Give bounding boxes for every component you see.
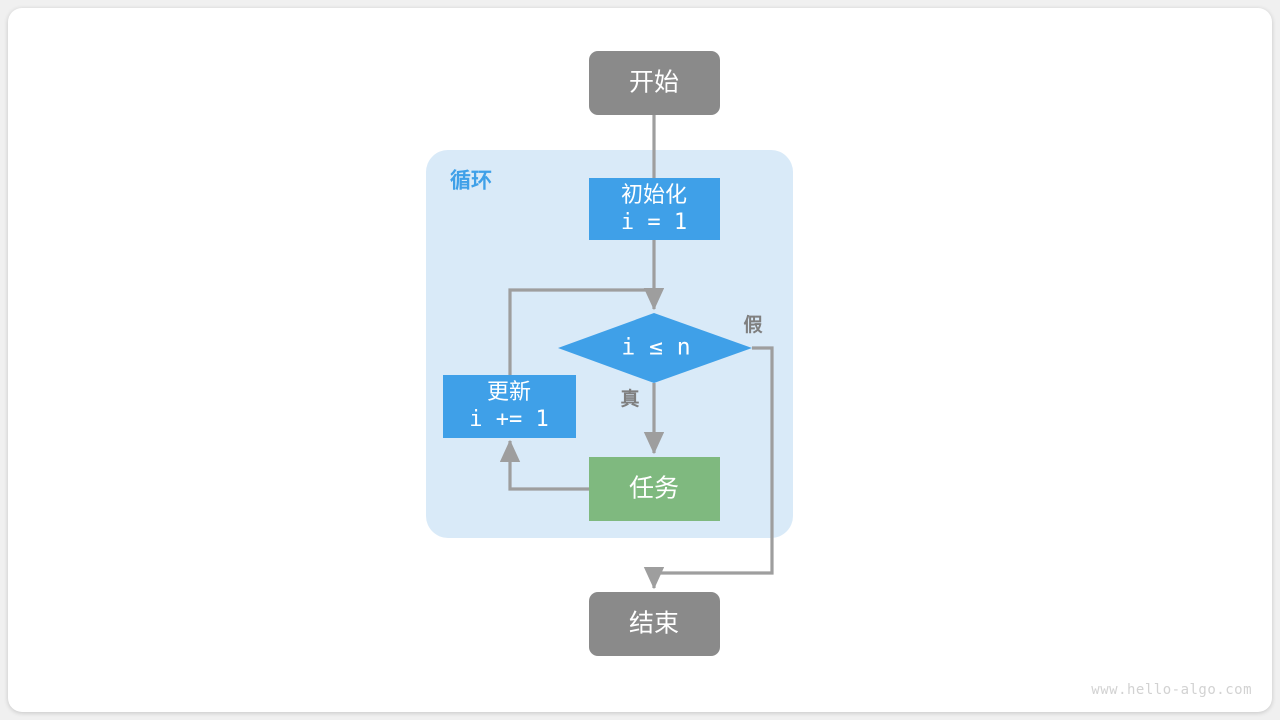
node-task[interactable] bbox=[589, 457, 720, 521]
edge-condition-false-to-end bbox=[643, 346, 774, 590]
node-update-sublabel: i += 1 bbox=[469, 407, 548, 432]
node-task-label: 任务 bbox=[629, 475, 679, 503]
node-condition-label: i ≤ n bbox=[621, 335, 690, 361]
node-end-label: 结束 bbox=[629, 610, 679, 638]
edge-task-to-update bbox=[499, 439, 589, 491]
watermark-text: www.hello-algo.com bbox=[1091, 682, 1252, 698]
node-update[interactable] bbox=[443, 375, 576, 438]
node-start-label: 开始 bbox=[629, 69, 679, 97]
node-end[interactable] bbox=[589, 592, 720, 656]
node-condition[interactable] bbox=[558, 313, 752, 383]
node-init-label: 初始化 bbox=[621, 182, 687, 207]
edge-label-false: 假 bbox=[743, 313, 762, 336]
edge-label-true: 真 bbox=[620, 387, 639, 410]
node-start[interactable] bbox=[589, 51, 720, 115]
node-init[interactable] bbox=[589, 178, 720, 240]
node-update-label: 更新 bbox=[487, 379, 531, 404]
loop-group-label: 循环 bbox=[450, 169, 492, 193]
edge-update-to-condition bbox=[508, 288, 654, 375]
node-init-sublabel: i = 1 bbox=[621, 210, 687, 235]
